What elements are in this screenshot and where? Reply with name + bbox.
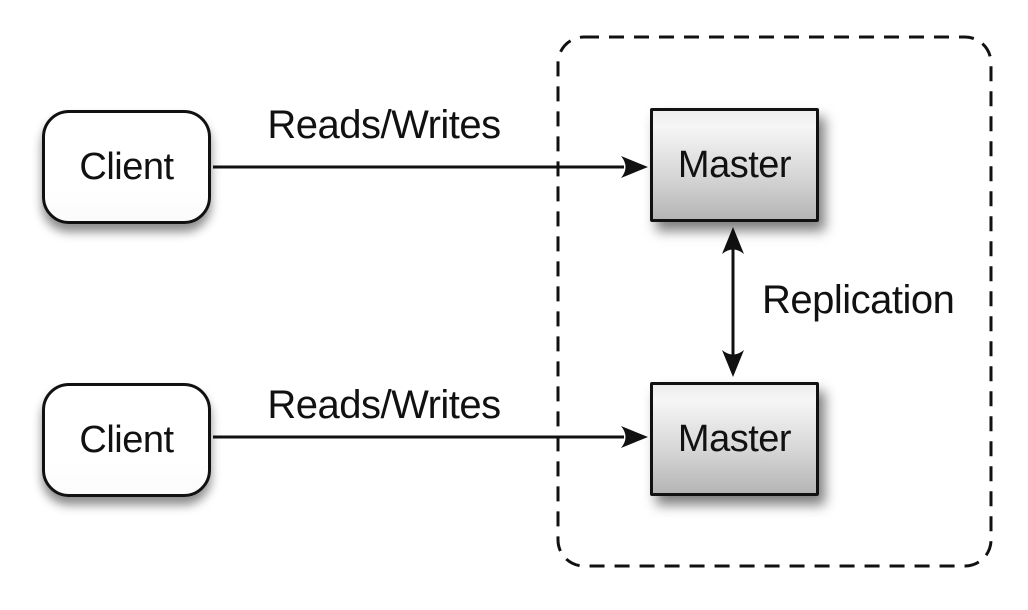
replication-group-boundary bbox=[556, 35, 993, 568]
arrow-reads-writes-bottom bbox=[213, 426, 648, 448]
node-client-top: Client bbox=[42, 110, 211, 224]
node-client-bottom: Client bbox=[42, 383, 211, 497]
edge-label-reads-writes-top: Reads/Writes bbox=[267, 103, 501, 147]
node-master-bottom-label: Master bbox=[677, 417, 792, 460]
node-master-top-label: Master bbox=[677, 143, 792, 186]
arrow-replication-bidirectional bbox=[722, 227, 744, 377]
edge-label-reads-writes-bottom: Reads/Writes bbox=[267, 383, 501, 427]
arrow-reads-writes-top bbox=[213, 156, 648, 178]
node-master-bottom: Master bbox=[650, 382, 819, 496]
node-client-top-label: Client bbox=[79, 145, 174, 188]
edge-label-replication: Replication bbox=[762, 278, 955, 322]
node-master-top: Master bbox=[650, 108, 819, 222]
node-client-bottom-label: Client bbox=[79, 418, 174, 461]
